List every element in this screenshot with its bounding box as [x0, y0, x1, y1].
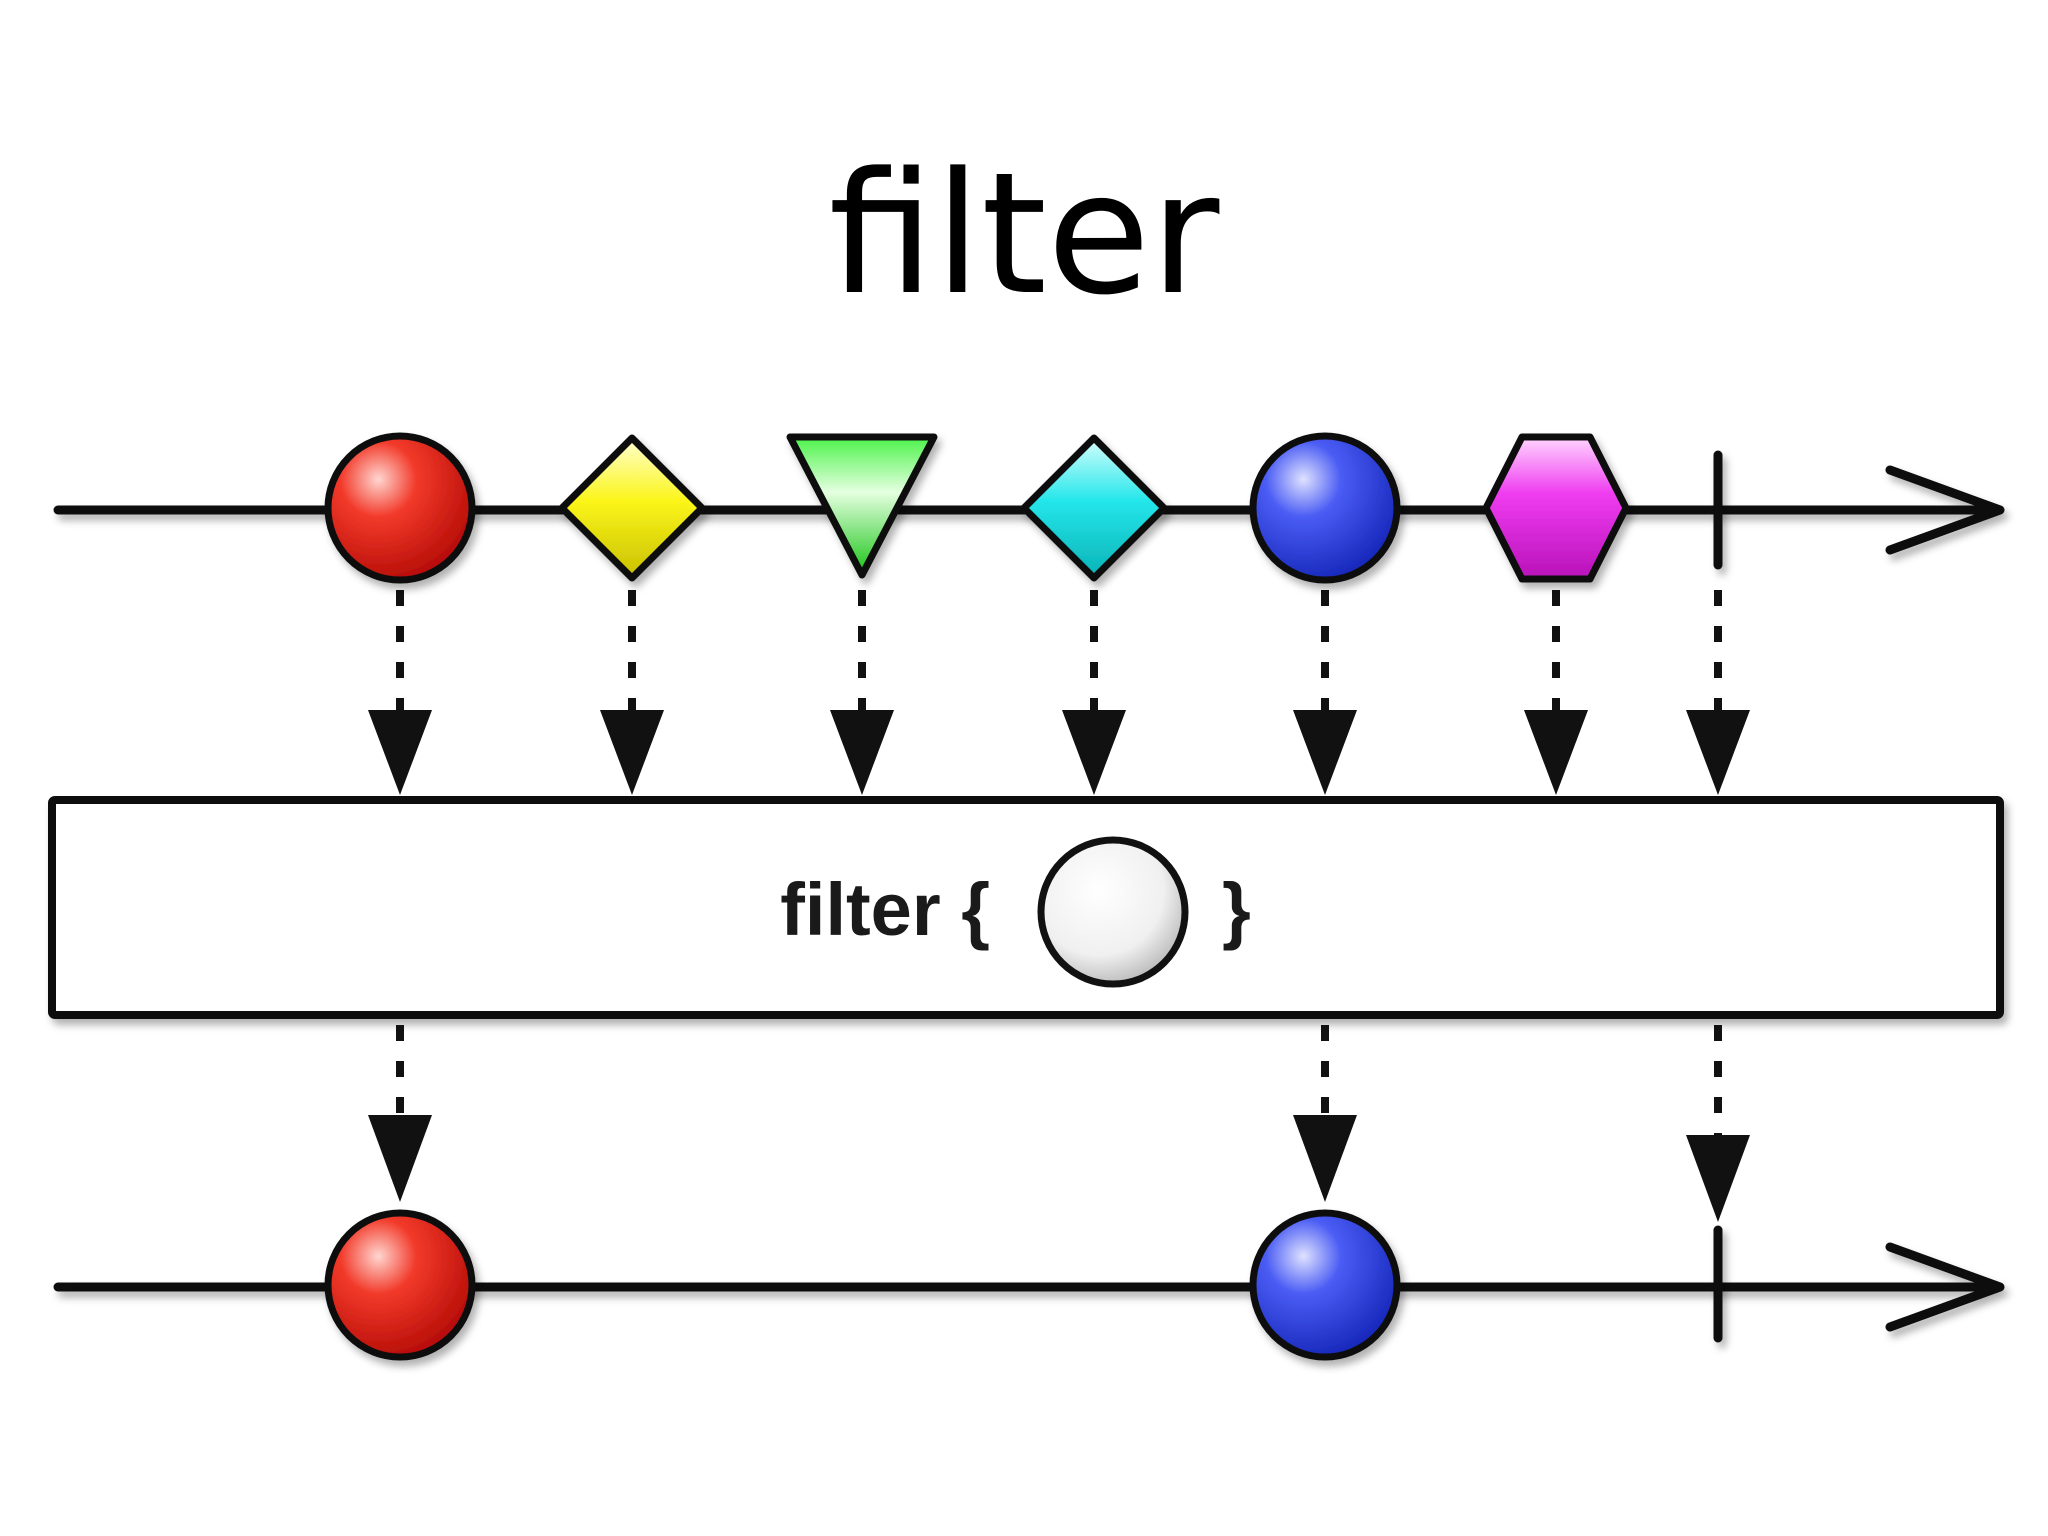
down-arrow-icon — [368, 1115, 432, 1202]
diagram-title: filter — [828, 136, 1220, 332]
connector-4 — [1062, 590, 1126, 795]
down-arrow-icon — [1686, 1135, 1750, 1222]
down-arrow-icon — [368, 710, 432, 795]
input-marbles — [324, 432, 1723, 584]
white-circle-icon — [1037, 836, 1189, 988]
magenta-hexagon-icon — [1482, 433, 1630, 583]
connector-6 — [1524, 590, 1588, 795]
down-arrow-icon — [1293, 710, 1357, 795]
down-arrow-icon — [1293, 1115, 1357, 1202]
connector-3 — [830, 590, 894, 795]
output-marbles — [324, 1209, 1723, 1361]
operator-closing-brace: } — [1222, 868, 1251, 951]
down-arrow-icon — [600, 710, 664, 795]
out-connector-1 — [368, 1025, 432, 1202]
cyan-diamond-icon — [1020, 434, 1168, 582]
connector-5 — [1293, 590, 1357, 795]
down-arrow-icon — [1062, 710, 1126, 795]
input-connectors — [368, 590, 1750, 795]
green-triangle-icon — [786, 433, 938, 579]
down-arrow-icon — [1686, 710, 1750, 795]
connector-completion — [1686, 590, 1750, 795]
blue-circle-icon — [1249, 432, 1401, 584]
connector-2 — [600, 590, 664, 795]
operator-label: filter { — [780, 868, 990, 951]
down-arrow-icon — [1524, 710, 1588, 795]
out-connector-2 — [1293, 1025, 1357, 1202]
operator-box: filter { } — [48, 796, 2004, 1019]
input-timeline-arrowhead-icon — [1885, 465, 2005, 555]
blue-circle-icon — [1249, 1209, 1401, 1361]
yellow-diamond-icon — [558, 434, 706, 582]
output-connectors — [368, 1025, 1750, 1222]
red-circle-icon — [324, 1209, 476, 1361]
red-circle-icon — [324, 432, 476, 584]
down-arrow-icon — [830, 710, 894, 795]
connector-1 — [368, 590, 432, 795]
out-connector-completion — [1686, 1025, 1750, 1222]
output-timeline-arrowhead-icon — [1885, 1242, 2005, 1332]
